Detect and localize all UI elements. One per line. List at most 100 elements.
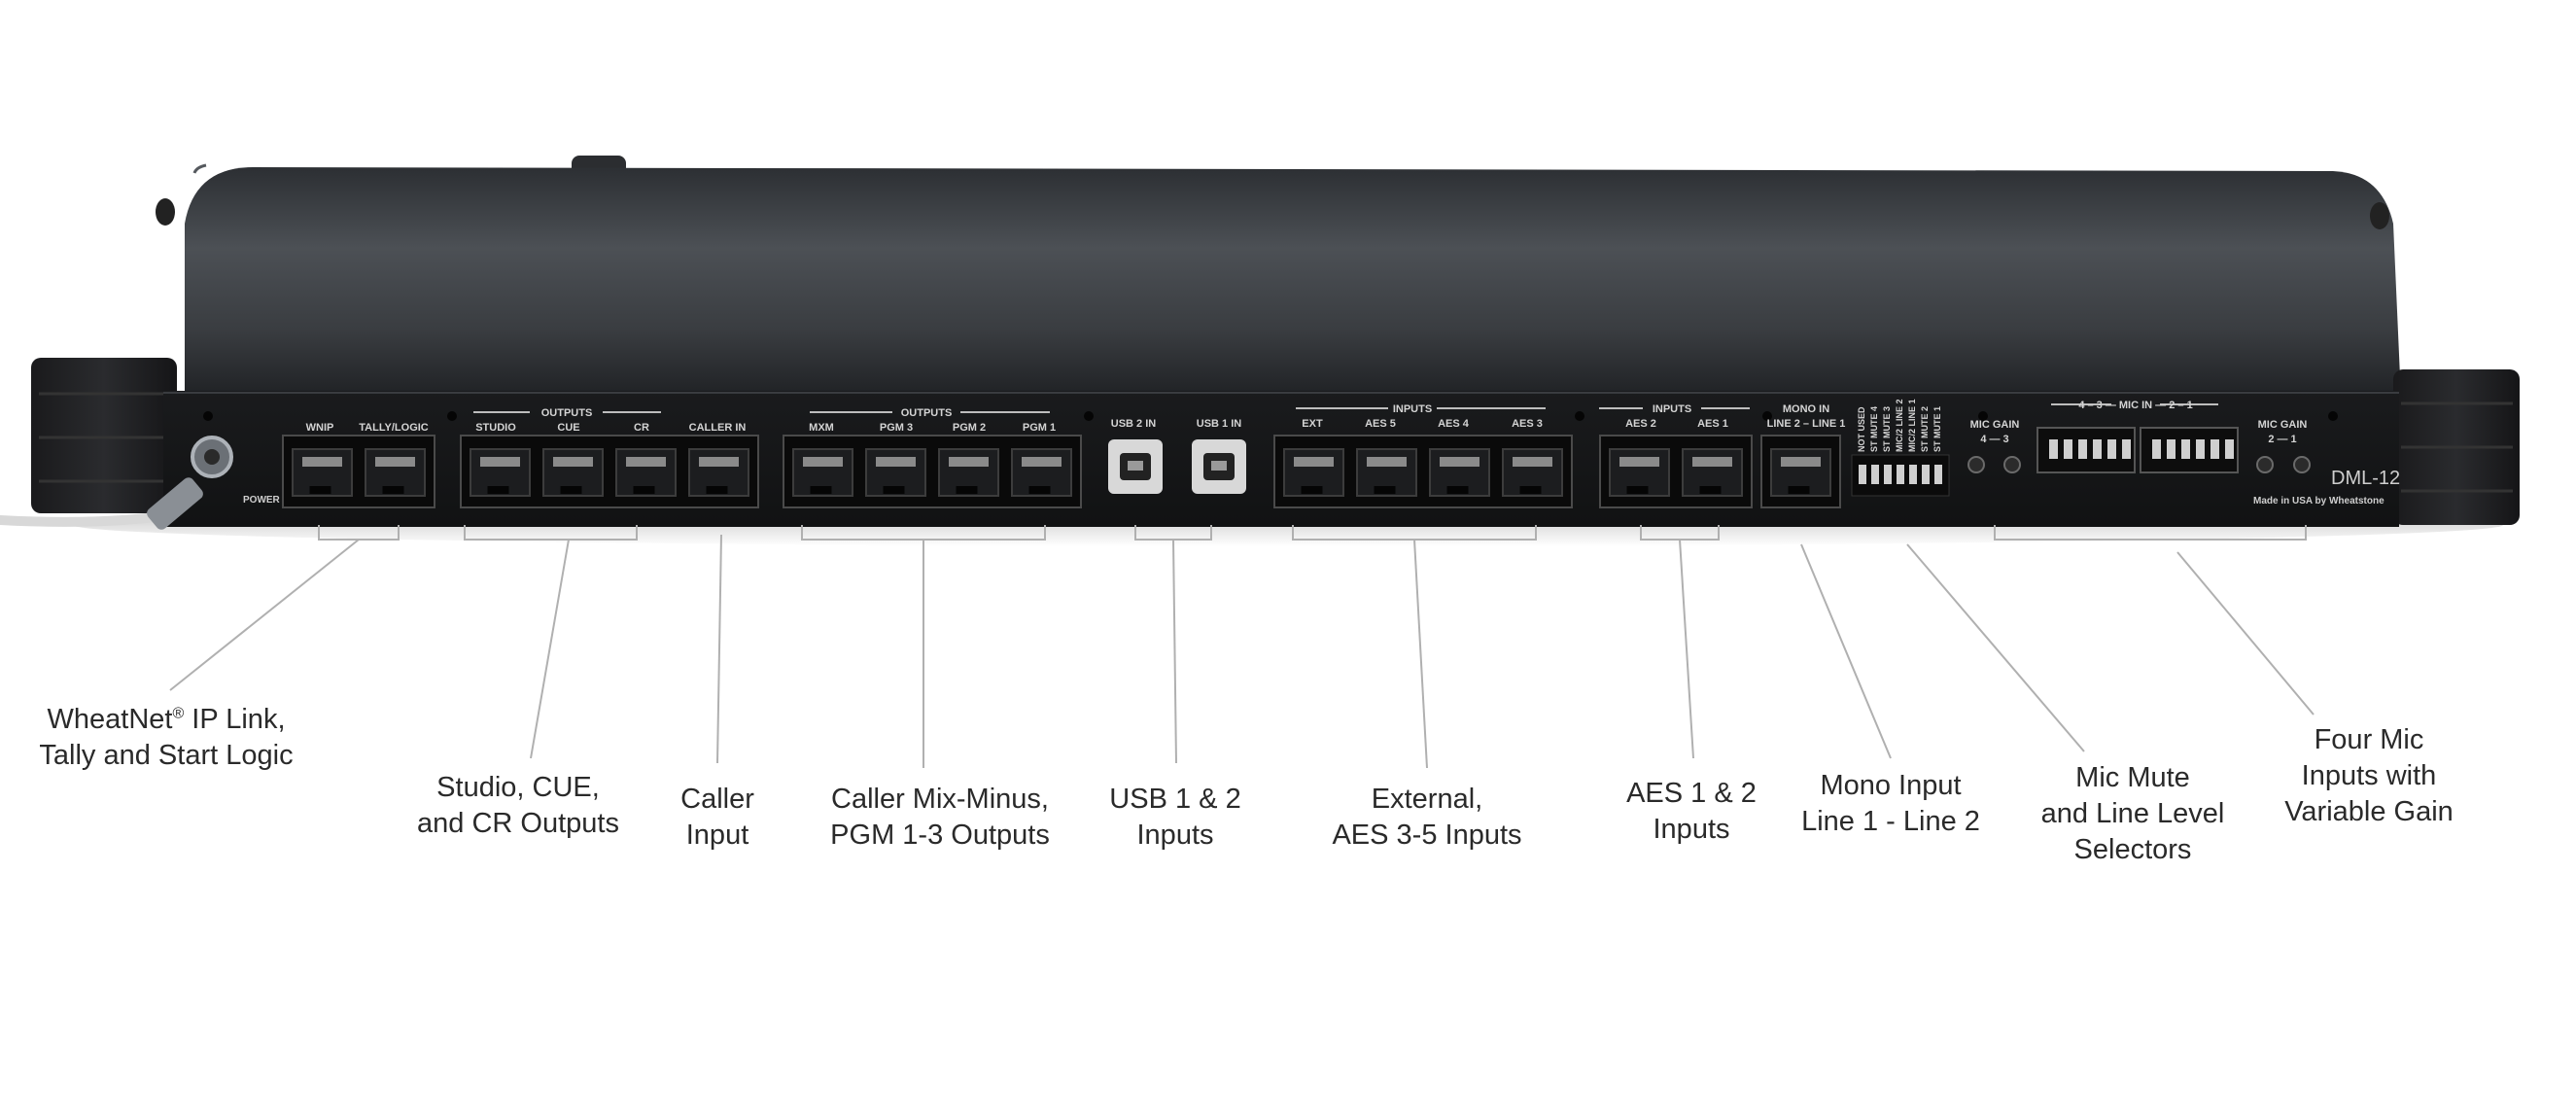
mic-gain-left-label: MIC GAIN [1970, 419, 2020, 431]
pgm2-label: PGM 2 [953, 422, 986, 434]
usb2-label: USB 2 IN [1111, 418, 1157, 430]
outputs-right-label: OUTPUTS [901, 407, 953, 419]
made-in-label: Made in USA by Wheatstone [2253, 496, 2385, 506]
rj45-latch [1301, 486, 1323, 494]
terminal-pin [2181, 439, 2190, 459]
model-label: DML-12 [2331, 468, 2400, 489]
switch-label: ST MUTE 4 [1869, 406, 1879, 452]
rj45-pins [1692, 457, 1732, 467]
rj45-pins [1440, 457, 1479, 467]
caller-in-label: CALLER IN [689, 422, 747, 434]
usb-ports [1108, 439, 1246, 494]
aes3-label: AES 3 [1512, 418, 1543, 430]
right-end-bracket [2370, 202, 2520, 525]
rj45-latch [309, 486, 331, 494]
rj45-pins [1619, 457, 1659, 467]
rj45-pins [1022, 457, 1062, 467]
rj45-pins [375, 457, 415, 467]
terminal-pin [2210, 439, 2219, 459]
group-bracket-lines [473, 403, 2218, 413]
rj45-latch [1699, 486, 1722, 494]
terminal-pin [2064, 439, 2072, 459]
rj45-latch [883, 486, 905, 494]
rj45-latch [1028, 486, 1051, 494]
pgm3-label: PGM 3 [880, 422, 913, 434]
pgm1-label: PGM 1 [1023, 422, 1056, 434]
mic-gain-right-label: MIC GAIN [2258, 419, 2308, 431]
callout-mix-minus: Caller Mix-Minus,PGM 1-3 Outputs [830, 784, 1050, 851]
rj45-latch [487, 486, 509, 494]
mic-gain-right-sub: 2 — 1 [2268, 434, 2296, 445]
panel-screws [203, 411, 2338, 421]
mono-in-label: MONO IN [1783, 403, 1829, 415]
terminal-pin [2107, 439, 2116, 459]
rj45-latch [633, 486, 655, 494]
rj45-latch [382, 486, 404, 494]
switch-label: MIC/2 LINE 1 [1907, 399, 1917, 452]
aes4-label: AES 4 [1438, 418, 1470, 430]
rj45-pins [480, 457, 520, 467]
switch-label: ST MUTE 3 [1882, 406, 1892, 452]
rj45-pins [949, 457, 989, 467]
mic-gain-left-sub: 4 — 3 [1980, 434, 2008, 445]
terminal-pin [2049, 439, 2058, 459]
switch-label: ST MUTE 1 [1932, 406, 1942, 452]
inputs-aes-label: INPUTS [1653, 403, 1691, 415]
rj45-pins [1781, 457, 1821, 467]
usb1-label: USB 1 IN [1197, 418, 1242, 430]
mxm-label: MXM [809, 422, 834, 434]
power-label: POWER IN [243, 495, 293, 506]
tally-label: TALLY/LOGIC [359, 422, 429, 434]
rj45-pins [553, 457, 593, 467]
studio-label: STUDIO [475, 422, 516, 434]
callout-wheatnet: WheatNet® IP Link, Tally and Start Logic [39, 704, 294, 771]
rj45-latch [810, 486, 832, 494]
inputs-mid-label: INPUTS [1393, 403, 1432, 415]
rj45-latch [1519, 486, 1542, 494]
rj45-latch [956, 486, 978, 494]
dome-housing [185, 167, 2401, 399]
ext-label: EXT [1302, 418, 1323, 430]
wnip-label: WNIP [306, 422, 334, 434]
rj45-latch [560, 486, 582, 494]
terminal-pin [2078, 439, 2087, 459]
rj45-latch [1446, 486, 1469, 494]
rj45-pins [876, 457, 916, 467]
callout-studio-outputs: Studio, CUE,and CR Outputs [417, 772, 619, 839]
callout-leaders [169, 525, 2315, 769]
aes1-label: AES 1 [1697, 418, 1728, 430]
rj45-latch [1626, 486, 1649, 494]
terminal-pin [2093, 439, 2102, 459]
cue-label: CUE [557, 422, 579, 434]
terminal-pin [2196, 439, 2205, 459]
rj45-pins [626, 457, 666, 467]
dip-switch-bank[interactable] [1851, 454, 1950, 497]
cr-label: CR [634, 422, 649, 434]
terminal-pin [2152, 439, 2161, 459]
switch-label: NOT USED [1857, 406, 1866, 452]
rj45-pins [699, 457, 739, 467]
outputs-left-label: OUTPUTS [541, 407, 593, 419]
rj45-port-bank [282, 435, 1841, 508]
mono-in-sub: LINE 2 – LINE 1 [1767, 418, 1846, 430]
left-end-bracket [31, 198, 177, 513]
mic-in-label: 4 – 3 — MIC IN — 2 – 1 [2078, 400, 2192, 411]
rj45-latch [706, 486, 728, 494]
rj45-pins [302, 457, 342, 467]
rj45-pins [1294, 457, 1334, 467]
switch-label: MIC/2 LINE 2 [1895, 399, 1904, 452]
aes5-label: AES 5 [1365, 418, 1396, 430]
aes2-label: AES 2 [1625, 418, 1656, 430]
rj45-latch [1374, 486, 1396, 494]
mic-terminal-blocks [2036, 427, 2239, 473]
mic-gain-pots[interactable] [1967, 456, 2311, 473]
terminal-pin [2225, 439, 2234, 459]
